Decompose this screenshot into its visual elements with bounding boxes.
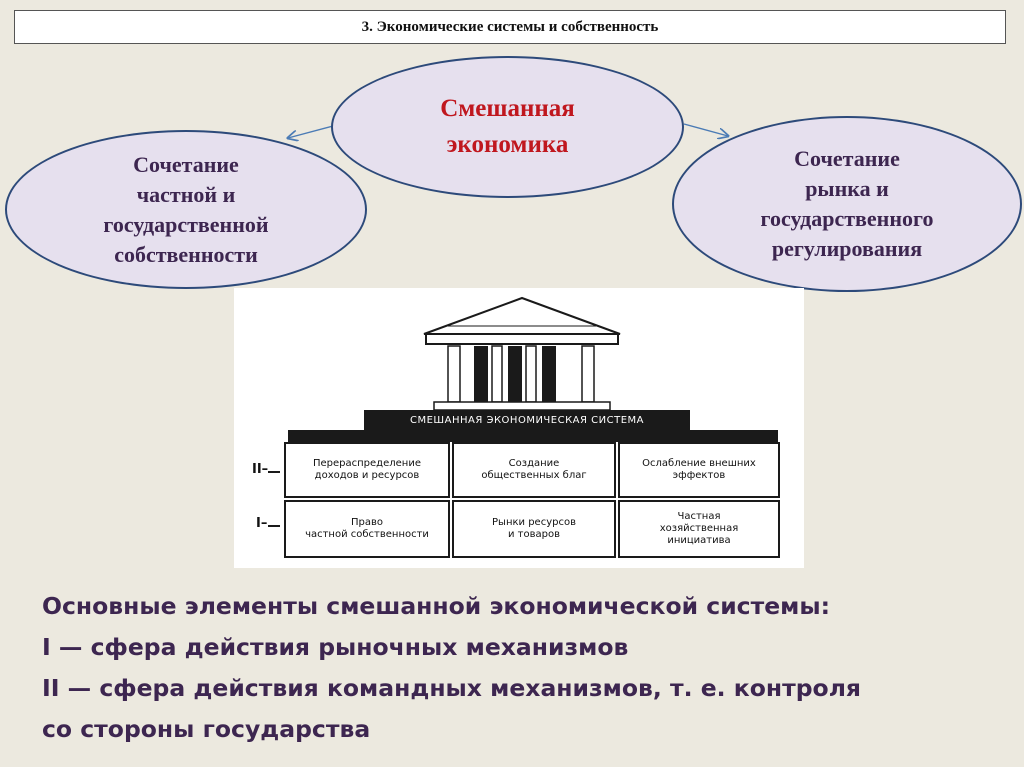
left-line-2: частной и [136,181,236,207]
row-label-ii: II– [252,462,269,477]
roof [423,296,621,335]
right-line-2: рынка и [805,176,889,201]
cell-resource-markets: Рынки ресурсов и товаров [452,500,616,558]
description-line-2: I — сфера действия рыночных механизмов [42,633,629,661]
cell-private-property: Право частной собственности [284,500,450,558]
description-line-1: Основные элементы смешанной экономическо… [42,592,831,620]
cell-redistribution: Перераспределение доходов и ресурсов [284,442,450,498]
cell-private-initiative: Частная хозяйственная инициатива [618,500,780,558]
elements-description: Основные элементы смешанной экономическо… [42,586,1002,750]
row-label-i: I– [256,516,268,531]
left-line-1: Сочетание [133,151,239,177]
roof-beam [425,333,619,345]
column [447,345,461,403]
right-line-4: регулирования [771,236,923,261]
ownership-ellipse: Сочетание частной и государственной собс… [5,130,367,289]
column [581,345,595,403]
description-line-3: II — сфера действия командных механизмов… [42,674,861,702]
left-line-4: собственности [114,241,258,267]
arrow-to-right [683,123,728,136]
economic-system-building: СМЕШАННАЯ ЭКОНОМИЧЕСКАЯ СИСТЕМА II– I– П… [234,288,804,568]
column [491,345,503,403]
mixed-economy-ellipse: Смешанная экономика [331,56,684,198]
mixed-system-band: СМЕШАННАЯ ЭКОНОМИЧЕСКАЯ СИСТЕМА [364,410,690,430]
description-line-4: со стороны государства [42,715,371,743]
left-line-3: государственной [103,211,269,237]
column [474,346,488,402]
cell-externalities: Ослабление внешних эффектов [618,442,780,498]
center-line-1: Смешанная [440,95,575,122]
regulation-ellipse: Сочетание рынка и государственного регул… [672,116,1022,292]
column [508,346,522,402]
building-drawing [268,296,778,527]
cell-public-goods: Создание общественных благ [452,442,616,498]
slide-title: 3. Экономические системы и собственность [14,10,1006,44]
right-line-3: государственного [760,206,934,231]
column [525,345,537,403]
arrow-to-left [288,125,334,138]
center-line-2: экономика [446,131,569,158]
right-line-1: Сочетание [794,146,900,171]
column [542,346,556,402]
